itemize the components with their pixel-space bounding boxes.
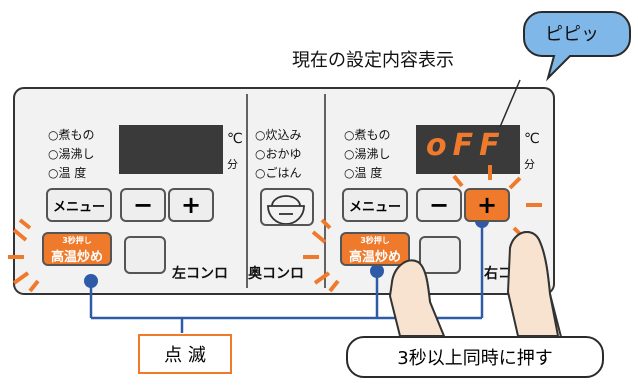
right-mode-yuwakashi: ○湯沸し	[344, 147, 391, 161]
right-display-value: oFF	[426, 128, 506, 163]
left-sear-bottom-label: 高温炒め	[50, 250, 103, 265]
left-mode-yuwakashi: ○湯沸し	[48, 147, 95, 161]
right-timer-button[interactable]	[419, 236, 461, 274]
right-sear-button[interactable]: 3秒押し 高温炒め	[340, 232, 410, 266]
right-menu-button[interactable]: メニュー	[342, 188, 408, 222]
right-minus-button[interactable]: −	[416, 188, 462, 222]
right-sear-bottom-label: 高温炒め	[348, 250, 401, 265]
left-menu-button[interactable]: メニュー	[46, 188, 112, 222]
left-menu-label: メニュー	[52, 199, 105, 215]
current-setting-label: 現在の設定内容表示	[292, 50, 454, 71]
press-instruction-label: 3秒以上同時に押す	[397, 348, 553, 369]
back-rice-button[interactable]	[260, 188, 314, 226]
back-mode-okayu: ○おかゆ	[255, 147, 302, 161]
right-sear-top-label: 3秒押し	[360, 236, 390, 245]
left-display	[119, 125, 223, 174]
right-mode-ondo: ○温 度	[344, 166, 383, 180]
right-unit-minutes: 分	[524, 158, 535, 171]
dot-left-sear	[84, 274, 98, 288]
right-unit-celsius: ℃	[524, 131, 540, 147]
press-instruction-box: 3秒以上同時に押す	[346, 336, 604, 378]
beep-bubble	[523, 11, 631, 82]
left-minus-label: −	[132, 191, 154, 219]
back-mode-gohan: ○ごはん	[255, 166, 302, 180]
right-minus-label: −	[428, 191, 450, 219]
blink-label-box: 点 滅	[138, 334, 232, 374]
right-display	[416, 125, 520, 174]
right-burner-name: 右コンロ	[484, 266, 540, 282]
left-plus-label: +	[180, 191, 202, 219]
left-sear-top-label: 3秒押し	[62, 236, 92, 245]
right-plus-button[interactable]: +	[464, 188, 510, 222]
back-mode-takikomi: ○炊込み	[255, 128, 302, 142]
beep-label: ピピッ	[545, 24, 599, 45]
flash-burst-left-sear	[8, 218, 40, 293]
left-sear-button[interactable]: 3秒押し 高温炒め	[42, 232, 112, 266]
dot-right-sear	[370, 264, 384, 278]
left-mode-ondo: ○温 度	[48, 166, 87, 180]
right-plus-label: +	[476, 191, 498, 219]
rice-icon	[267, 195, 305, 225]
right-mode-nimono: ○煮もの	[344, 128, 391, 142]
left-timer-button[interactable]	[124, 236, 166, 274]
right-menu-label: メニュー	[348, 199, 401, 215]
left-plus-button[interactable]: +	[168, 188, 214, 222]
left-unit-celsius: ℃	[227, 131, 243, 147]
back-burner-name: 奥コンロ	[248, 266, 304, 282]
left-minus-button[interactable]: −	[120, 188, 166, 222]
current-setting-pointer	[499, 79, 521, 128]
blink-label: 点 滅	[164, 345, 206, 366]
flash-burst-right-sear	[303, 218, 340, 293]
left-mode-nimono: ○煮もの	[48, 128, 95, 142]
left-burner-name: 左コンロ	[172, 266, 228, 282]
left-unit-minutes: 分	[227, 158, 238, 171]
